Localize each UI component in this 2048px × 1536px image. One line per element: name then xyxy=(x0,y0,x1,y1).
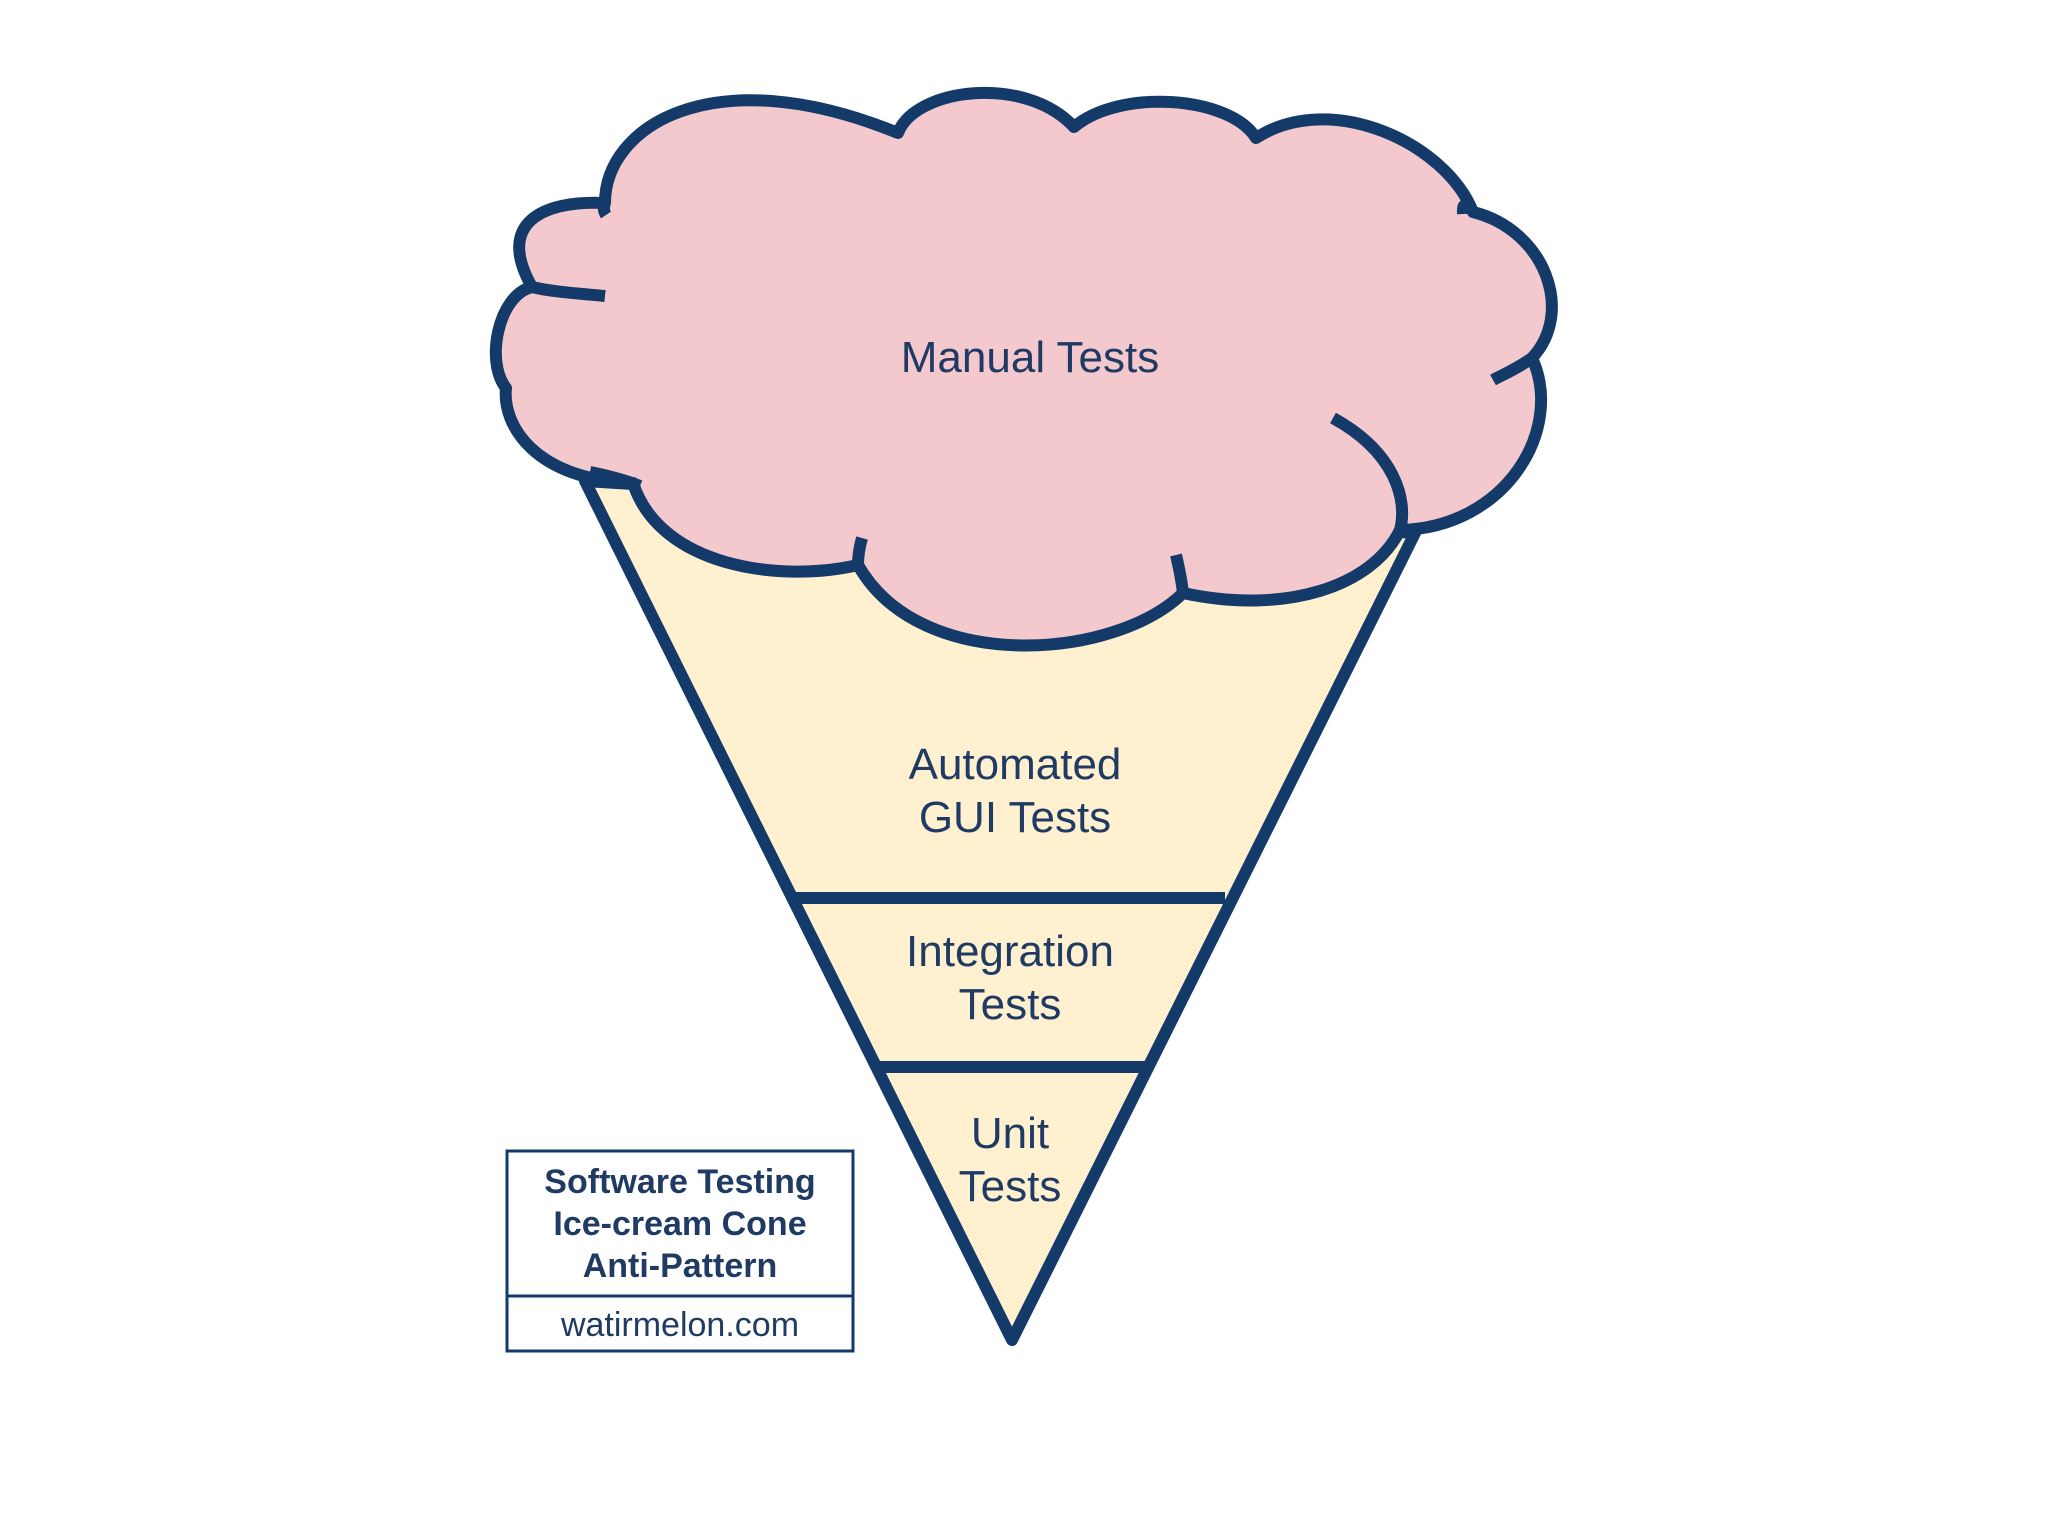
badge-title-line-2: Ice-cream Cone xyxy=(553,1205,806,1243)
layer-unit-line-2: Tests xyxy=(959,1162,1062,1211)
cloud-scoop xyxy=(489,86,1558,652)
cloud-scallop-5 xyxy=(1330,412,1409,532)
badge-title-line-3: Anti-Pattern xyxy=(583,1247,778,1285)
cloud-scallop-2 xyxy=(530,281,606,302)
cloud-scallop-1 xyxy=(597,200,612,219)
layer-unit-line-1: Unit xyxy=(971,1109,1049,1158)
cloud-scallop-6 xyxy=(1170,553,1189,594)
layer-automated-gui-line-2: GUI Tests xyxy=(919,793,1111,842)
cloud-scallop-3 xyxy=(1456,199,1478,216)
badge-site: watirmelon.com xyxy=(560,1306,799,1344)
layer-integration-line-1: Integration xyxy=(906,927,1114,976)
layer-automated-gui-line-1: Automated xyxy=(909,740,1122,789)
badge-title-line-1: Software Testing xyxy=(544,1163,815,1201)
cloud-scallop-4 xyxy=(1490,353,1536,386)
layer-integration-line-2: Tests xyxy=(959,980,1062,1029)
cloud-scallop-8 xyxy=(588,466,643,492)
badge-frame xyxy=(505,1149,855,1353)
cloud-label: Manual Tests xyxy=(901,333,1159,382)
cloud-scallop-7 xyxy=(852,536,868,566)
attribution-badge: Software Testing Ice-cream Cone Anti-Pat… xyxy=(505,1149,855,1353)
